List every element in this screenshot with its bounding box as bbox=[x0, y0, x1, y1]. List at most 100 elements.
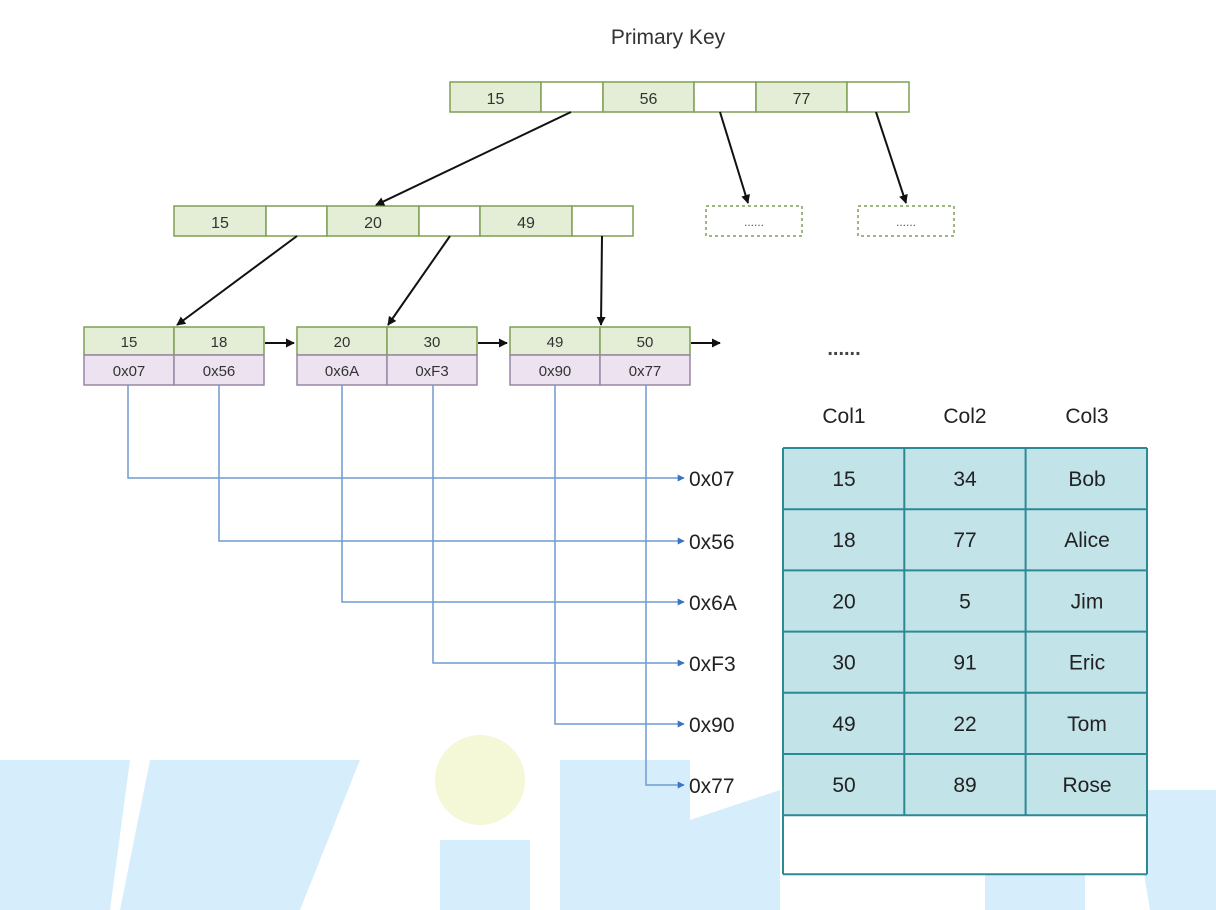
watermark-shape bbox=[690, 790, 780, 910]
table-cell: 18 bbox=[832, 529, 855, 552]
watermark-shape bbox=[0, 760, 130, 910]
watermark-dot bbox=[435, 735, 525, 825]
leaf-node: 15 0x07 18 0x56 bbox=[83, 326, 265, 386]
leaf-pointer-value: 0xF3 bbox=[415, 363, 448, 380]
placeholder-box bbox=[705, 205, 803, 237]
watermark-shape bbox=[1130, 790, 1216, 910]
table-cell: 49 bbox=[832, 713, 855, 736]
inner-node: 15 20 49 bbox=[173, 205, 634, 237]
table-cell: 89 bbox=[953, 774, 976, 797]
key-value: 20 bbox=[364, 215, 382, 232]
leaf-key-value: 20 bbox=[334, 334, 351, 351]
leaf-key-cell bbox=[296, 326, 388, 356]
pointer-slot bbox=[846, 81, 910, 113]
leaf-pointer-cell bbox=[599, 354, 691, 386]
leaf-key-cell bbox=[509, 326, 601, 356]
key-value: 49 bbox=[517, 215, 535, 232]
pointer-link-line bbox=[645, 385, 685, 789]
table-cell: 30 bbox=[832, 652, 855, 675]
leaf-pointer-value: 0x6A bbox=[325, 363, 359, 380]
child-placeholder-node: ...... bbox=[705, 205, 803, 237]
leaf-key-value: 50 bbox=[637, 334, 654, 351]
column-header: Col3 bbox=[1065, 405, 1108, 428]
tree-arrows bbox=[176, 111, 908, 348]
table-header: Col1 Col2 Col3 bbox=[822, 405, 1108, 428]
inner-to-leaf-arrow bbox=[596, 235, 606, 326]
table-row: 18 77 Alice bbox=[832, 529, 1109, 552]
pointer-slot bbox=[540, 81, 604, 113]
leaf-pointer-cell bbox=[386, 354, 478, 386]
key-value: 56 bbox=[640, 91, 658, 108]
table-empty-row bbox=[783, 815, 1147, 875]
row-address-label: 0x6A bbox=[689, 592, 737, 615]
leaf-pointer-value: 0x90 bbox=[539, 363, 572, 380]
table-cell: 34 bbox=[953, 468, 977, 491]
pointer-link-line bbox=[554, 385, 685, 728]
root-to-child-arrow bbox=[875, 111, 908, 204]
pointer-links bbox=[127, 385, 685, 789]
row-address-label: 0x77 bbox=[689, 775, 735, 798]
table-cell: Bob bbox=[1068, 468, 1105, 491]
row-address-label: 0xF3 bbox=[689, 653, 736, 676]
key-cell bbox=[479, 205, 573, 237]
table-cell: 20 bbox=[832, 590, 855, 613]
table-cell: 5 bbox=[959, 590, 971, 613]
pointer-slot bbox=[693, 81, 757, 113]
pointer-slot bbox=[265, 205, 328, 237]
key-value: 77 bbox=[793, 91, 811, 108]
table-cell: Eric bbox=[1069, 652, 1105, 675]
leaf-key-value: 30 bbox=[424, 334, 441, 351]
watermark-shape bbox=[560, 760, 690, 910]
leaf-key-cell bbox=[386, 326, 478, 356]
placeholder-dots: ...... bbox=[896, 215, 916, 229]
key-cell bbox=[755, 81, 848, 113]
table-cell: 15 bbox=[832, 468, 855, 491]
table-cell: Jim bbox=[1071, 590, 1104, 613]
leaf-continuation-dots: ...... bbox=[827, 338, 860, 360]
table-cell: Rose bbox=[1062, 774, 1111, 797]
leaf-key-value: 18 bbox=[211, 334, 228, 351]
table-cell: 50 bbox=[832, 774, 855, 797]
column-header: Col1 bbox=[822, 405, 865, 428]
table-row: 30 91 Eric bbox=[832, 652, 1105, 675]
inner-to-leaf-arrow bbox=[387, 235, 451, 326]
table-cell: 22 bbox=[953, 713, 976, 736]
table-row: 15 34 Bob bbox=[832, 468, 1105, 491]
leaf-pointer-value: 0x56 bbox=[203, 363, 236, 380]
key-cell bbox=[173, 205, 267, 237]
row-address-label: 0x07 bbox=[689, 468, 735, 491]
key-cell bbox=[602, 81, 695, 113]
table-cell: Tom bbox=[1067, 713, 1107, 736]
pointer-slot bbox=[571, 205, 634, 237]
row-address-label: 0x90 bbox=[689, 714, 735, 737]
watermark-shape bbox=[120, 760, 360, 910]
placeholder-box bbox=[857, 205, 955, 237]
diagram-title: Primary Key bbox=[611, 26, 726, 49]
placeholder-dots: ...... bbox=[744, 215, 764, 229]
root-to-inner-arrow bbox=[375, 111, 572, 206]
leaf-pointer-value: 0x77 bbox=[629, 363, 662, 380]
child-placeholder-node: ...... bbox=[857, 205, 955, 237]
table-cell: Alice bbox=[1064, 529, 1110, 552]
root-to-child-arrow bbox=[719, 111, 750, 204]
column-header: Col2 bbox=[943, 405, 986, 428]
leaf-pointer-value: 0x07 bbox=[113, 363, 146, 380]
pointer-link-line bbox=[127, 385, 685, 482]
watermark-shape bbox=[440, 840, 530, 910]
leaf-pointer-cell bbox=[173, 354, 265, 386]
key-value: 15 bbox=[211, 215, 229, 232]
row-address-label: 0x56 bbox=[689, 531, 735, 554]
table-cell: 91 bbox=[953, 652, 976, 675]
table-row: 49 22 Tom bbox=[832, 713, 1107, 736]
inner-to-leaf-arrow bbox=[176, 235, 298, 326]
address-labels: 0x07 0x56 0x6A 0xF3 0x90 0x77 bbox=[689, 468, 737, 798]
leaf-key-value: 15 bbox=[121, 334, 138, 351]
root-node: 15 56 77 bbox=[449, 81, 910, 113]
key-value: 15 bbox=[487, 91, 505, 108]
table-cell: 77 bbox=[953, 529, 976, 552]
pointer-slot bbox=[418, 205, 481, 237]
pointer-link-line bbox=[341, 385, 685, 606]
